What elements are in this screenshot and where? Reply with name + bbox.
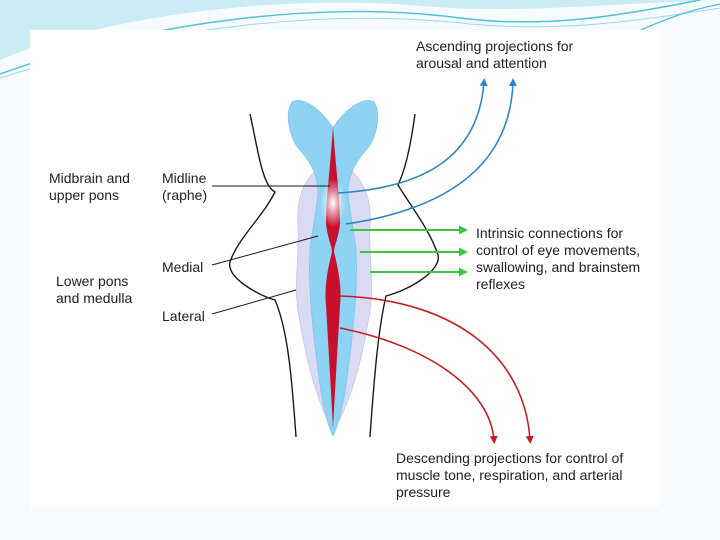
ascending-arrow-1 xyxy=(337,78,488,194)
label-descending-projections: Descending projections for control of mu… xyxy=(396,450,624,500)
raphe-glow xyxy=(320,179,346,227)
descending-arrow-2 xyxy=(339,295,534,444)
label-lateral: Lateral xyxy=(162,308,205,324)
lateral-leader-line xyxy=(211,289,297,315)
top-swoosh xyxy=(0,0,720,60)
label-intrinsic-connections: Intrinsic connections for control of eye… xyxy=(476,225,641,292)
label-midline-raphe: Midline (raphe) xyxy=(162,170,208,203)
label-lower-pons-medulla: Lower pons and medulla xyxy=(56,273,133,306)
ascending-arrow-2 xyxy=(345,78,517,225)
brainstem-outline-right xyxy=(369,113,439,438)
medial-leader-line xyxy=(211,235,319,266)
descending-arrow-1 xyxy=(339,327,498,444)
label-midbrain-upper-pons: Midbrain and upper pons xyxy=(49,170,130,203)
label-ascending-projections: Ascending projections for arousal and at… xyxy=(416,38,574,71)
label-medial: Medial xyxy=(162,259,204,275)
brainstem-outline-left xyxy=(229,113,297,438)
